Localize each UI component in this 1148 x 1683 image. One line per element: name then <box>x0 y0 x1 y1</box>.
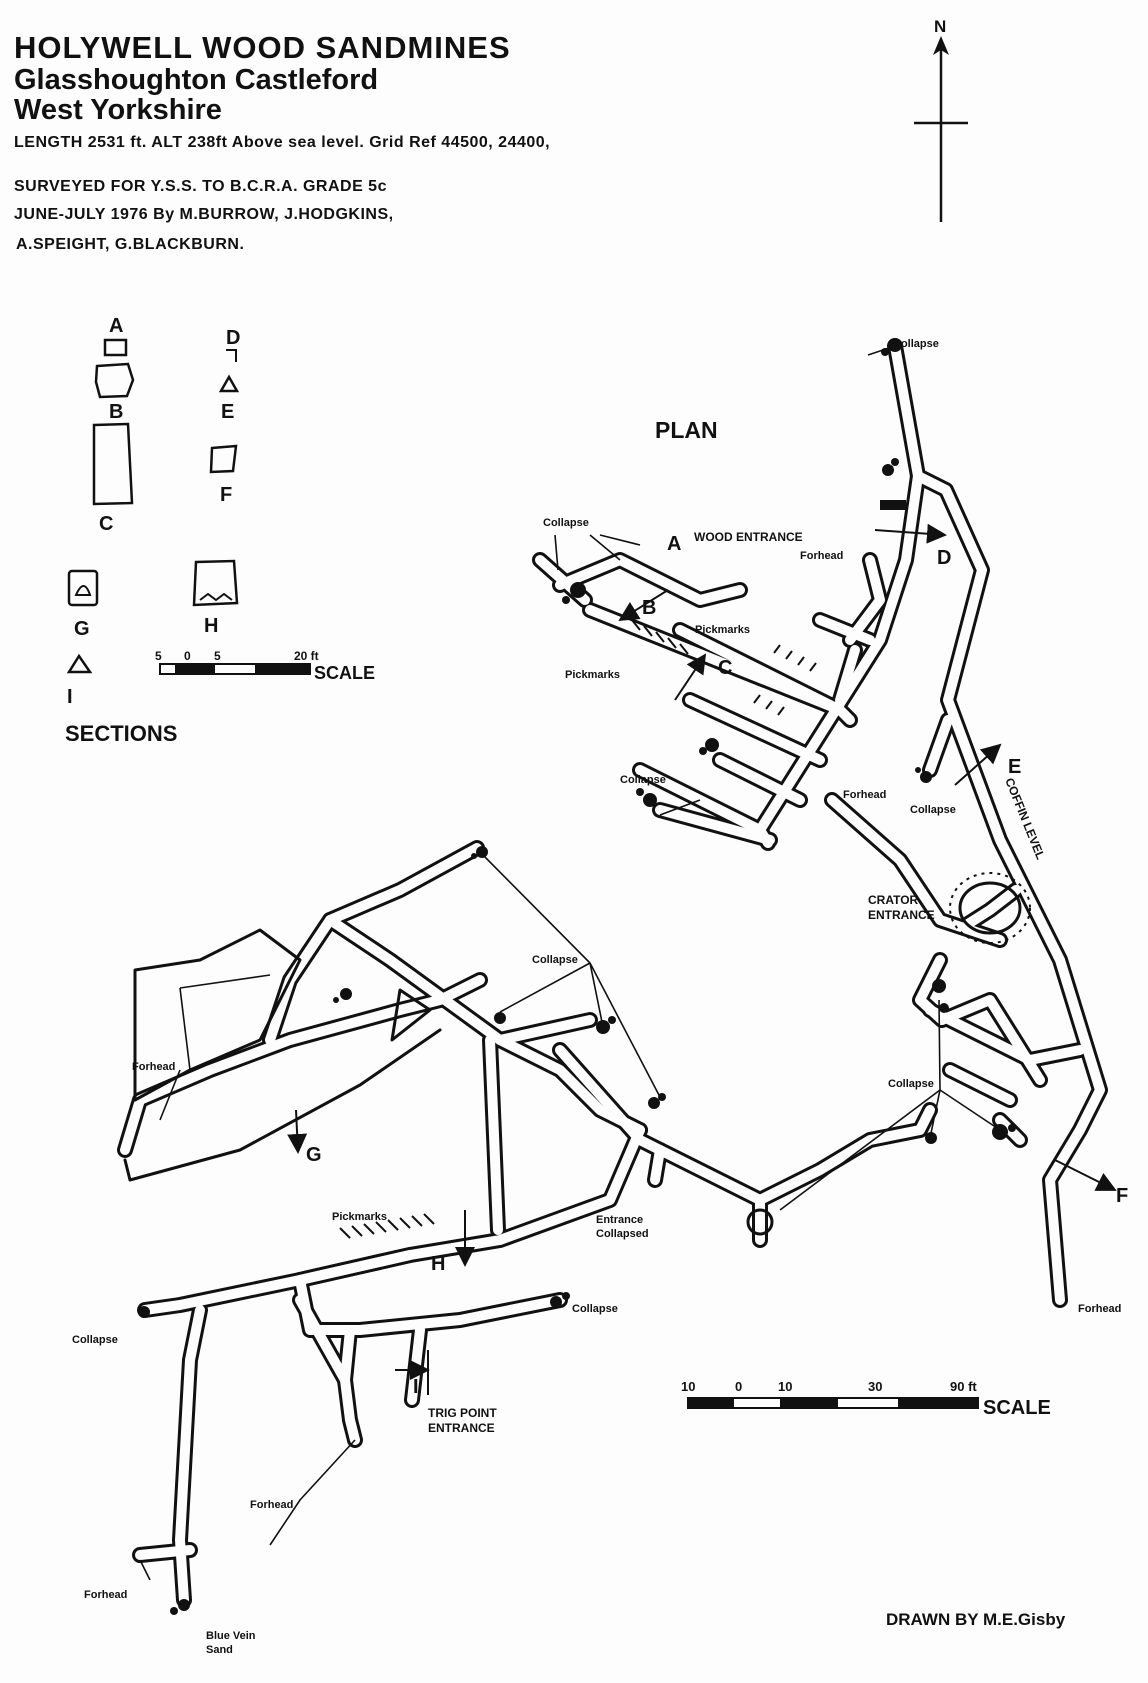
pickmarks-label-1: Pickmarks <box>695 624 750 636</box>
section-marker-a: A <box>667 533 681 555</box>
section-a-shape <box>103 338 128 357</box>
section-marker-b: B <box>642 597 656 619</box>
section-marker-g: G <box>306 1144 322 1166</box>
plan-scale-tick-4: 30 <box>868 1379 882 1394</box>
forhead-label-ne: Forhead <box>800 550 843 562</box>
section-cut-markers <box>287 523 1117 1395</box>
crator-entrance-label-1: CRATOR <box>868 893 919 907</box>
section-marker-i: I <box>413 1376 419 1398</box>
sections-legend: A B C D E F G H I <box>66 315 240 708</box>
map-stats: LENGTH 2531 ft. ALT 238ft Above sea leve… <box>14 134 551 151</box>
survey-line-3: A.SPEIGHT, G.BLACKBURN. <box>16 236 245 253</box>
sections-scale-label: SCALE <box>314 663 375 683</box>
plan-scale-tick-1: 10 <box>681 1379 695 1394</box>
passages <box>117 338 1108 1608</box>
survey-line-1: SURVEYED FOR Y.S.S. TO B.C.R.A. GRADE 5c <box>14 178 387 195</box>
sections-scale-tick-4: 20 ft <box>294 649 319 663</box>
sections-scale-tick-3: 5 <box>214 649 221 663</box>
collapse-label-se: Collapse <box>888 1078 934 1090</box>
collapse-label-sw: Collapse <box>72 1334 118 1346</box>
collapse-label-trig: Collapse <box>572 1303 618 1315</box>
plan-scale-tick-2: 0 <box>735 1379 742 1394</box>
forhead-label-southwest: Forhead <box>84 1589 127 1601</box>
collapse-label-north: Collapse <box>893 338 939 350</box>
plan-scale-label: SCALE <box>983 1397 1051 1419</box>
section-b-label: B <box>109 401 123 423</box>
drawn-by-credit: DRAWN BY M.E.Gisby <box>886 1610 1066 1629</box>
section-marker-c: C <box>718 657 732 679</box>
north-label: N <box>934 17 946 36</box>
map-county: West Yorkshire <box>14 94 222 126</box>
collapse-label-mid: Collapse <box>620 774 666 786</box>
section-i-label: I <box>67 686 73 708</box>
blue-vein-label-2: Sand <box>206 1644 233 1656</box>
section-b-shape <box>94 362 135 399</box>
section-g-shape <box>67 569 99 607</box>
entrance-collapsed-label-2: Collapsed <box>596 1228 649 1240</box>
leader-lines <box>139 344 1001 1581</box>
trig-point-label-2: ENTRANCE <box>428 1421 495 1435</box>
section-f-shape <box>209 444 238 474</box>
wood-entrance-label: WOOD ENTRANCE <box>694 530 803 544</box>
forhead-label-se: Forhead <box>1078 1303 1121 1315</box>
trig-point-label-1: TRIG POINT <box>428 1406 497 1420</box>
forhead-label-crator: Forhead <box>843 789 886 801</box>
section-c-label: C <box>99 513 113 535</box>
map-title: HOLYWELL WOOD SANDMINES <box>14 30 511 65</box>
section-c-shape <box>92 422 134 506</box>
section-d-label: D <box>226 327 240 349</box>
section-h-label: H <box>204 615 218 637</box>
collapse-label-coffin: Collapse <box>910 804 956 816</box>
section-e-shape <box>218 374 240 393</box>
west-loop-outline <box>133 928 302 1102</box>
north-arrow-icon: N <box>914 17 968 222</box>
sections-scale-bar: 5 0 5 20 ft SCALE <box>155 649 375 683</box>
plan-scale-tick-5: 90 ft <box>950 1379 977 1394</box>
section-marker-e: E <box>1008 756 1021 778</box>
collapse-symbols <box>138 338 1016 1615</box>
entrance-collapsed-label-1: Entrance <box>596 1214 643 1226</box>
sections-title: SECTIONS <box>65 721 177 746</box>
section-g-label: G <box>74 618 90 640</box>
section-e-label: E <box>221 401 234 423</box>
map-location: Glasshoughton Castleford <box>14 64 379 96</box>
section-marker-d: D <box>937 547 951 569</box>
pickmark-hatching <box>339 619 817 1239</box>
crator-entrance-label-2: ENTRANCE <box>868 908 935 922</box>
plan-title: PLAN <box>655 417 718 443</box>
forhead-label-west: Forhead <box>132 1061 175 1073</box>
section-f-label: F <box>220 484 232 506</box>
pickmarks-label-2: Pickmarks <box>565 669 620 681</box>
section-marker-f: F <box>1116 1185 1128 1207</box>
crator-entrance-symbol <box>949 872 1031 944</box>
sections-scale-tick-1: 5 <box>155 649 162 663</box>
survey-line-2: JUNE-JULY 1976 By M.BURROW, J.HODGKINS, <box>14 206 394 223</box>
plan-scale-bar: 10 0 10 30 90 ft SCALE <box>681 1379 1051 1419</box>
section-a-label: A <box>109 315 123 337</box>
pickmarks-label-3: Pickmarks <box>332 1211 387 1223</box>
plan-scale-tick-3: 10 <box>778 1379 792 1394</box>
collapse-label-central: Collapse <box>532 954 578 966</box>
section-i-shape <box>66 653 93 674</box>
forhead-label-south: Forhead <box>250 1499 293 1511</box>
blue-vein-label-1: Blue Vein <box>206 1630 256 1642</box>
section-marker-h: H <box>431 1253 445 1275</box>
sections-scale-tick-2: 0 <box>184 649 191 663</box>
section-h-shape <box>192 559 239 607</box>
collapse-label-woodentrance: Collapse <box>543 517 589 529</box>
plan-labels: Collapse WOOD ENTRANCE Forhead Pickmarks… <box>72 338 1128 1656</box>
